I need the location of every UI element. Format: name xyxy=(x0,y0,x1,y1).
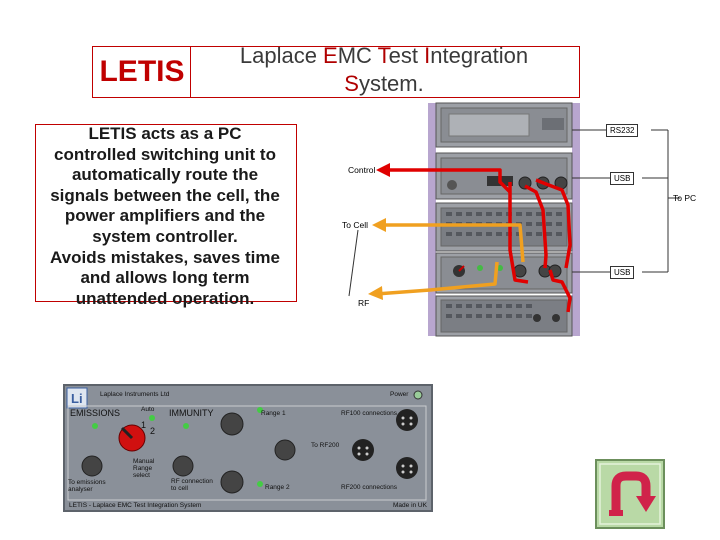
rack-unit-3 xyxy=(435,202,573,252)
title-part: ntegration xyxy=(430,43,529,68)
panel-footer-left: LETIS - Laplace EMC Test Integration Sys… xyxy=(69,502,202,509)
immunity-label: IMMUNITY xyxy=(169,408,214,418)
power-label: Power xyxy=(390,391,409,398)
to-analyser-label: To emissions analyser xyxy=(68,479,106,493)
description-line: power amplifiers and the xyxy=(64,206,266,226)
company-label: Laplace Instruments Ltd xyxy=(100,391,170,398)
rf-to-cell-line: to cell xyxy=(171,485,188,492)
title-initial: S xyxy=(344,71,359,96)
pc-link-wires xyxy=(572,129,680,273)
description-line: unattended operation. xyxy=(75,288,255,308)
rs232-tag: RS232 xyxy=(606,124,639,137)
title-part: est xyxy=(388,43,425,68)
to-rf200-label: To RF200 xyxy=(311,442,340,449)
range1-label: Range 1 xyxy=(261,410,286,417)
logo-li-icon xyxy=(66,387,88,409)
control-arrow-head xyxy=(376,163,390,177)
title-box xyxy=(190,46,580,98)
rack-rail-right xyxy=(572,103,580,336)
range2-led xyxy=(257,481,263,487)
description-line: signals between the cell, the xyxy=(50,185,280,205)
rack-rail-left xyxy=(428,103,436,336)
immunity-led xyxy=(183,423,189,429)
manual-range-line: Range xyxy=(133,465,153,472)
range2-label: Range 2 xyxy=(265,484,290,491)
rf-arrow-head xyxy=(368,286,383,300)
description-text: LETIS acts as a PC controlled switching … xyxy=(35,124,295,309)
front-panel-graphics: Li xyxy=(66,387,427,501)
description-box xyxy=(35,124,297,302)
orange-cables xyxy=(375,223,525,296)
rack-unit-5 xyxy=(435,295,573,337)
emissions-label: EMISSIONS xyxy=(70,408,121,418)
connector-pins xyxy=(357,416,413,474)
rf-to-cell-label: RF connection to cell xyxy=(171,478,213,492)
panel-footer-right: Made in UK xyxy=(393,502,427,509)
page-title: Laplace EMC Test Integration System. xyxy=(190,42,578,98)
range1-led xyxy=(257,407,263,413)
front-panel: Li Laplace Instruments Ltd xyxy=(63,384,433,512)
title-part: ystem. xyxy=(358,71,424,96)
range-selector-knob[interactable] xyxy=(118,424,146,452)
u-turn-return-icon[interactable] xyxy=(594,458,666,530)
manual-range-line: Manual xyxy=(133,458,155,465)
title-part: Laplace xyxy=(239,43,324,68)
description-line: Avoids mistakes, saves time xyxy=(50,247,280,267)
range-number-1: 1 xyxy=(141,420,147,430)
letis-logo: LETIS xyxy=(92,46,192,98)
rf-pointer-line xyxy=(348,229,359,297)
to-analyser-line: To emissions xyxy=(68,479,106,486)
to-pc-label: To PC xyxy=(673,193,697,203)
bnc-connectors xyxy=(81,412,296,494)
title-initial: T xyxy=(377,43,389,68)
to-cell-arrow-head xyxy=(372,218,386,232)
manual-range-line: select xyxy=(133,472,150,479)
to-cell-label: To Cell xyxy=(342,220,368,230)
rf200-label: RF200 connections xyxy=(341,484,398,491)
n-type-connectors xyxy=(352,409,418,479)
letis-logo-text: LETIS xyxy=(99,55,185,88)
emissions-led xyxy=(92,423,98,429)
rf-label: RF xyxy=(358,298,370,308)
title-initial: I xyxy=(424,43,431,68)
rf-to-cell-line: RF connection xyxy=(171,478,213,485)
auto-label: Auto xyxy=(141,406,155,413)
panel-inner-frame xyxy=(67,405,427,501)
usb-tag-top: USB xyxy=(610,172,635,185)
auto-led xyxy=(149,415,155,421)
red-cables xyxy=(380,168,572,313)
rack-unit-1 xyxy=(435,102,573,148)
return-button[interactable] xyxy=(594,458,666,530)
rack-unit-2 xyxy=(435,152,573,200)
to-analyser-line: analyser xyxy=(68,486,93,493)
description-line: system controller. xyxy=(92,226,238,246)
rf100-label: RF100 connections xyxy=(341,410,398,417)
control-label: Control xyxy=(348,165,376,175)
manual-range-label: Manual Range select xyxy=(133,458,154,479)
title-initial: E xyxy=(323,43,338,68)
svg-text:Li: Li xyxy=(71,391,83,406)
title-part: MC xyxy=(337,43,378,68)
description-line: LETIS acts as a PC xyxy=(88,124,242,143)
power-led xyxy=(413,390,423,400)
range-number-2: 2 xyxy=(150,426,156,436)
description-line: and allows long term xyxy=(80,268,250,288)
description-line: automatically route the xyxy=(71,165,259,185)
usb-tag-bottom: USB xyxy=(610,266,635,279)
description-line: controlled switching unit to xyxy=(54,144,276,164)
